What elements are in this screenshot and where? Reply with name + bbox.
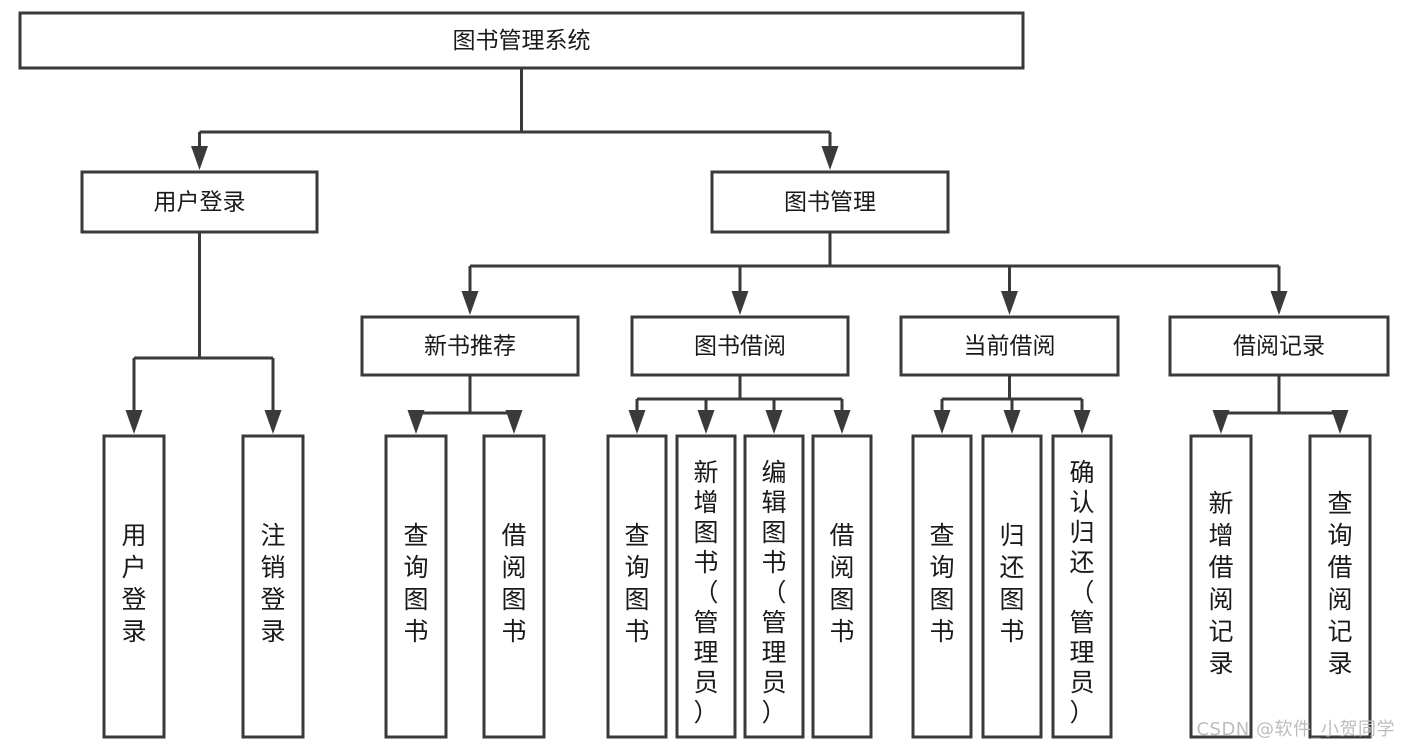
arrow-head-icon	[1212, 410, 1230, 434]
node-leaf-rec-query[interactable]: 查询图书	[384, 434, 448, 739]
node-book-manage[interactable]: 图书管理	[710, 170, 950, 234]
arrow-head-icon	[1270, 291, 1288, 315]
node-box[interactable]	[482, 434, 546, 739]
node-leaf-borrow-add[interactable]: 新增图书（管理员）	[675, 434, 737, 739]
node-label: 借阅图书	[501, 521, 526, 646]
node-box[interactable]	[1308, 434, 1372, 739]
node-box[interactable]	[360, 315, 580, 377]
node-leaf-borrow-edit[interactable]: 编辑图书（管理员）	[743, 434, 805, 739]
node-borrow-record[interactable]: 借阅记录	[1168, 315, 1390, 377]
arrow-head-icon	[821, 146, 839, 170]
node-user-login[interactable]: 用户登录	[80, 170, 319, 234]
node-box[interactable]	[606, 434, 668, 739]
node-label: 归还图书	[999, 521, 1024, 646]
arrow-head-icon	[1073, 410, 1091, 434]
node-box[interactable]	[241, 434, 305, 739]
node-box[interactable]	[899, 315, 1120, 377]
node-label: 查询图书	[929, 521, 954, 646]
node-leaf-rec-add[interactable]: 新增借阅记录	[1189, 434, 1253, 739]
arrow-head-icon	[191, 146, 208, 170]
arrow-head-icon	[505, 410, 523, 434]
arrow-head-icon	[125, 410, 143, 434]
arrow-head-icon	[933, 410, 951, 434]
arrow-head-icon	[628, 410, 646, 434]
node-root-system[interactable]: 图书管理系统	[18, 11, 1025, 70]
node-box[interactable]	[384, 434, 448, 739]
node-label: 新增借阅记录	[1208, 489, 1233, 678]
arrow-head-icon	[1331, 410, 1349, 434]
node-label: 查询图书	[624, 521, 649, 646]
node-box[interactable]	[1189, 434, 1253, 739]
node-box[interactable]	[811, 434, 873, 739]
node-label: 新增图书（管理员）	[693, 458, 718, 727]
node-label: 确认归还（管理员）	[1069, 458, 1094, 727]
node-leaf-borrow-query[interactable]: 查询图书	[606, 434, 668, 739]
node-leaf-rec-search[interactable]: 查询借阅记录	[1308, 434, 1372, 739]
node-box[interactable]	[1168, 315, 1390, 377]
node-label: 借阅记录	[1233, 334, 1325, 360]
node-label: 用户登录	[154, 190, 246, 216]
node-label: 新书推荐	[424, 334, 516, 360]
node-leaf-rec-borrow[interactable]: 借阅图书	[482, 434, 546, 739]
node-label: 借阅图书	[829, 521, 854, 646]
node-box[interactable]	[18, 11, 1025, 70]
node-label: 注销登录	[260, 521, 285, 646]
node-label: 查询图书	[403, 521, 428, 646]
node-layer: 图书管理系统用户登录图书管理新书推荐图书借阅当前借阅借阅记录用户登录注销登录查询…	[18, 11, 1390, 739]
node-leaf-user-logout[interactable]: 注销登录	[241, 434, 305, 739]
arrow-head-icon	[1003, 410, 1021, 434]
node-box[interactable]	[80, 170, 319, 234]
node-label: 当前借阅	[964, 334, 1056, 360]
node-book-borrow[interactable]: 图书借阅	[630, 315, 850, 377]
node-box[interactable]	[911, 434, 973, 739]
arrow-head-icon	[697, 410, 715, 434]
arrow-head-icon	[407, 410, 425, 434]
node-leaf-cur-query[interactable]: 查询图书	[911, 434, 973, 739]
node-label: 图书管理	[784, 190, 876, 216]
arrow-head-icon	[264, 410, 282, 434]
node-box[interactable]	[1051, 434, 1113, 739]
arrow-head-icon	[833, 410, 851, 434]
node-box[interactable]	[743, 434, 805, 739]
node-leaf-borrow-lend[interactable]: 借阅图书	[811, 434, 873, 739]
node-box[interactable]	[630, 315, 850, 377]
node-box[interactable]	[675, 434, 737, 739]
node-current-borrow[interactable]: 当前借阅	[899, 315, 1120, 377]
connector-layer	[125, 68, 1349, 434]
node-label: 编辑图书（管理员）	[761, 458, 786, 727]
node-label: 查询借阅记录	[1327, 489, 1352, 678]
arrow-head-icon	[461, 291, 479, 315]
node-leaf-user-login[interactable]: 用户登录	[102, 434, 166, 739]
arrow-head-icon	[731, 291, 749, 315]
node-leaf-cur-confirm[interactable]: 确认归还（管理员）	[1051, 434, 1113, 739]
node-box[interactable]	[102, 434, 166, 739]
node-leaf-cur-return[interactable]: 归还图书	[981, 434, 1043, 739]
node-label: 用户登录	[121, 521, 146, 646]
node-box[interactable]	[710, 170, 950, 234]
node-label: 图书借阅	[694, 334, 786, 360]
node-label: 图书管理系统	[453, 28, 591, 54]
arrow-head-icon	[765, 410, 783, 434]
node-box[interactable]	[981, 434, 1043, 739]
arrow-head-icon	[1001, 291, 1018, 315]
node-new-book-rec[interactable]: 新书推荐	[360, 315, 580, 377]
